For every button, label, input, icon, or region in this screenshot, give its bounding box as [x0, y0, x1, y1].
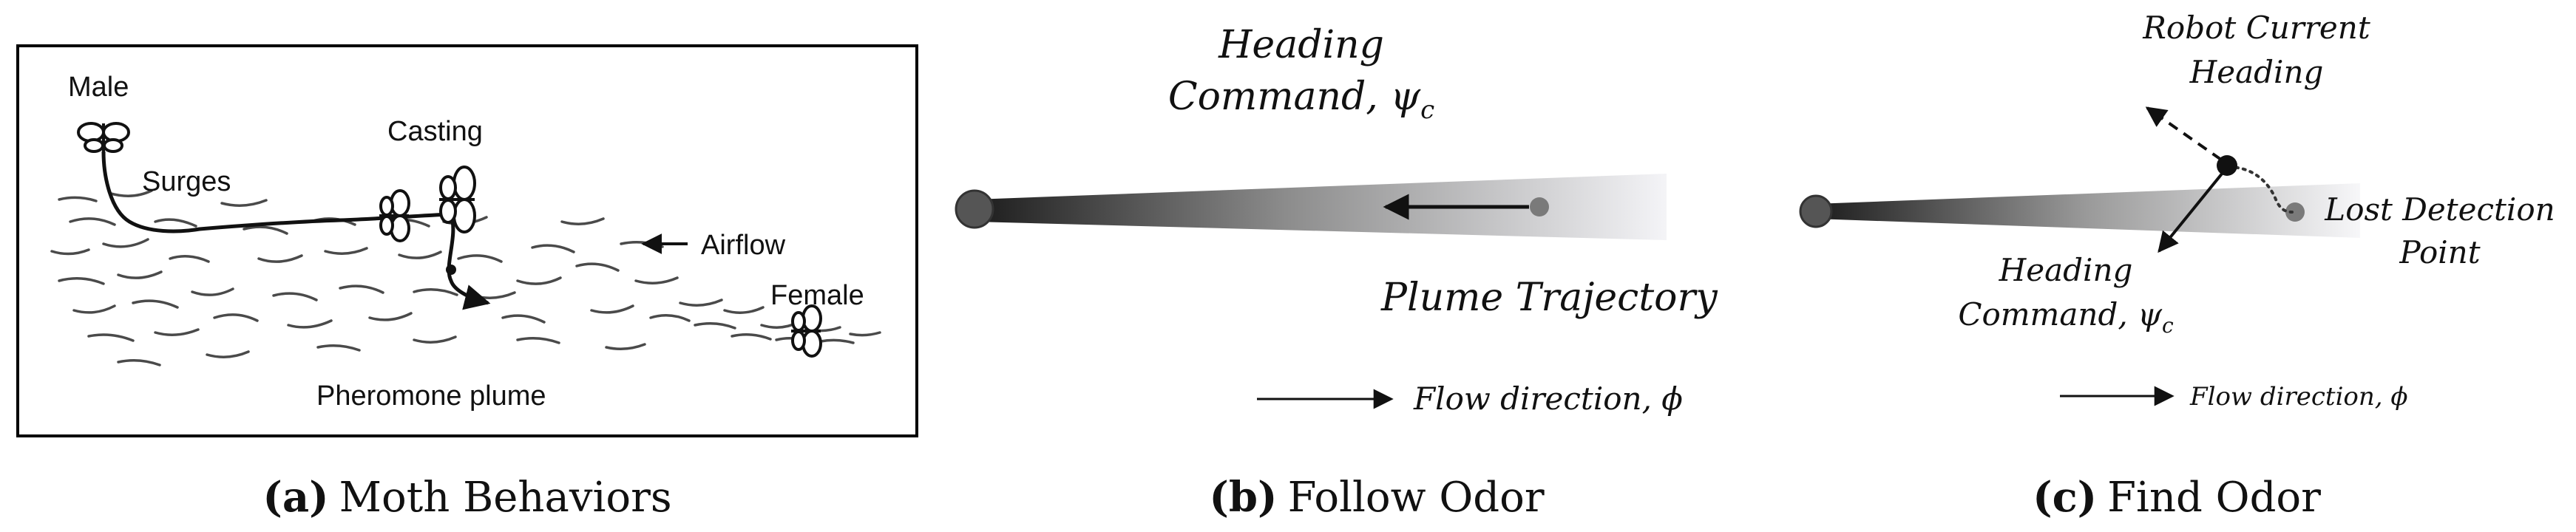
label-lost-detection-2: Point: [2399, 234, 2480, 270]
caption-a: (a)Moth Behaviors: [262, 473, 671, 522]
label-heading-b-2: Command, ψc: [1168, 75, 1434, 125]
casting-moth-icon: [439, 166, 476, 233]
label-airflow: Airflow: [701, 230, 786, 261]
robot-track-dotted: [2227, 166, 2294, 214]
label-flow-direction-b: Flow direction, ϕ: [1413, 381, 1683, 417]
panel-c: Robot Current Heading Lost Detection Poi…: [1799, 10, 2555, 522]
label-heading-b-1: Heading: [1218, 23, 1384, 67]
caption-a-text: Moth Behaviors: [339, 474, 672, 522]
odor-source-dot-b: [955, 189, 994, 229]
label-casting: Casting: [387, 116, 483, 147]
label-heading-c-1: Heading: [1999, 252, 2133, 288]
caption-b-letter: (b): [1209, 473, 1277, 522]
label-male: Male: [68, 72, 129, 103]
caption-a-letter: (a): [262, 473, 328, 522]
label-heading-c-2-main: Command, ψ: [1958, 296, 2163, 332]
label-surges: Surges: [142, 166, 231, 197]
panel-b: Heading Command, ψc Plume Trajectory Flo…: [955, 23, 1718, 522]
casting-path: [447, 214, 491, 310]
label-heading-c-2: Command, ψc: [1958, 296, 2174, 338]
caption-c-text: Find Odor: [2107, 474, 2321, 522]
female-moth-icon: [791, 304, 822, 358]
panel-a: Male Casting Surges Airflow Female Phero…: [16, 44, 918, 522]
caption-c-letter: (c): [2033, 473, 2097, 522]
robot-position-dot: [2217, 155, 2237, 176]
surging-moth-icon: [379, 189, 410, 242]
panel-a-frame: [16, 44, 918, 437]
label-heading-b-sub: c: [1420, 95, 1434, 125]
caption-b-text: Follow Odor: [1288, 474, 1545, 522]
label-female: Female: [770, 280, 864, 311]
label-heading-b-2-main: Command, ψ: [1168, 75, 1422, 119]
label-robot-heading-1: Robot Current: [2142, 10, 2370, 46]
label-pheromone-plume: Pheromone plume: [316, 381, 546, 412]
label-lost-detection-1: Lost Detection: [2324, 191, 2555, 228]
label-plume-trajectory: Plume Trajectory: [1380, 276, 1718, 320]
casting-junction-dot: [446, 265, 456, 275]
robot-dot-b: [1530, 197, 1549, 216]
plume-cone-c: [1814, 183, 2360, 238]
caption-c: (c)Find Odor: [2033, 473, 2321, 522]
odor-source-dot-c: [1799, 194, 1833, 228]
plume-cone-b: [975, 174, 1667, 240]
label-heading-c-sub: c: [2162, 313, 2174, 338]
male-moth-icon: [77, 122, 130, 153]
heading-command-arrow-c: [2158, 171, 2224, 253]
caption-b: (b)Follow Odor: [1209, 473, 1544, 522]
lost-detection-point-dot: [2285, 202, 2305, 222]
robot-current-heading-arrow: [2145, 106, 2223, 161]
label-flow-direction-c: Flow direction, ϕ: [2189, 382, 2408, 412]
label-robot-heading-2: Heading: [2189, 54, 2324, 90]
